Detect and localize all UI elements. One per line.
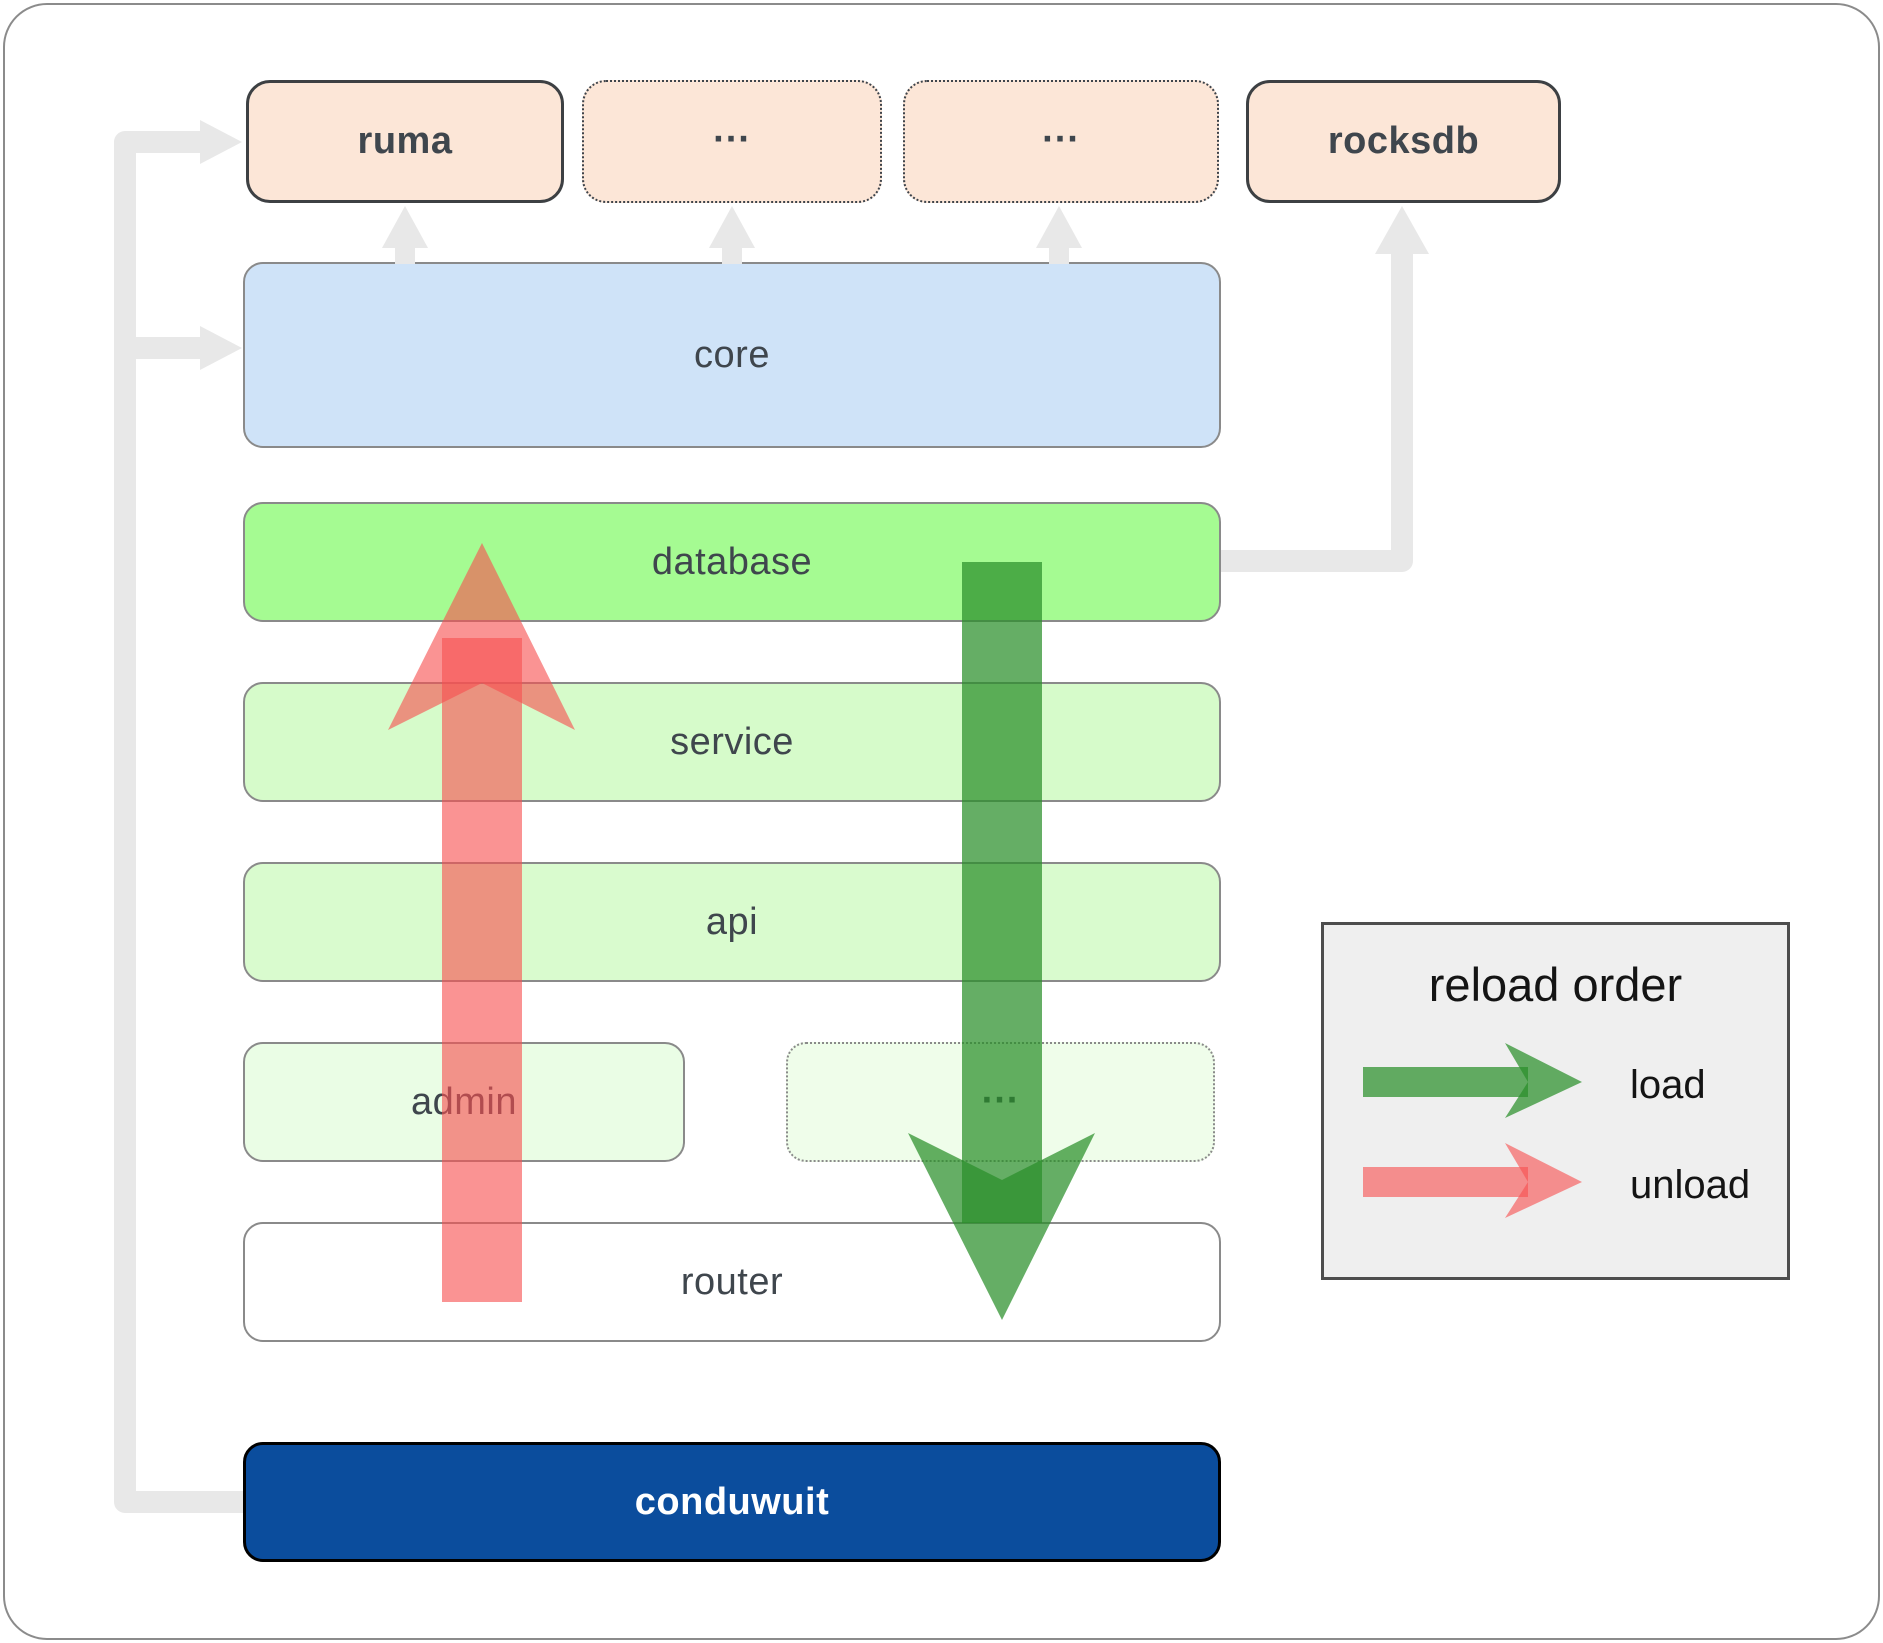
core-to-ruma-stem <box>395 244 415 264</box>
core-arrowhead-icon <box>200 326 242 370</box>
box-service-label: service <box>670 720 794 763</box>
core-to-module-b-arrowhead-icon <box>1036 206 1082 248</box>
box-rocksdb-label: rocksdb <box>1327 120 1480 162</box>
core-to-module-a-stem <box>722 244 742 264</box>
box-database-label: database <box>651 540 813 583</box>
legend-load-label: load <box>1630 1062 1706 1107</box>
diagram-outer-frame <box>3 3 1880 1640</box>
box-database: database <box>243 502 1221 622</box>
core-to-module-a-arrowhead-icon <box>709 206 755 248</box>
rocksdb-arrowhead-icon <box>1375 206 1429 254</box>
box-module-a-label: ... <box>713 108 751 151</box>
box-conduwuit: conduwuit <box>243 1442 1221 1562</box>
box-admin-sibling: ... <box>786 1042 1215 1162</box>
ruma-arrowhead-icon <box>200 120 242 164</box>
box-router: router <box>243 1222 1221 1342</box>
box-service: service <box>243 682 1221 802</box>
legend-panel: reload order load unload <box>1321 922 1790 1280</box>
database-to-rocksdb-connector <box>1221 254 1413 572</box>
core-to-module-b-stem <box>1049 244 1069 264</box>
box-admin-sibling-label: ... <box>981 1069 1020 1112</box>
box-core: core <box>243 262 1221 448</box>
box-core-label: core <box>694 333 770 376</box>
conduwuit-to-ruma-connector <box>114 131 243 1513</box>
box-module-b-label: ... <box>1042 108 1080 151</box>
box-api: api <box>243 862 1221 982</box>
box-module-b: ... <box>903 80 1219 203</box>
box-admin-label: admin <box>411 1080 517 1123</box>
box-rocksdb: rocksdb <box>1246 80 1561 203</box>
box-ruma: ruma <box>246 80 564 203</box>
box-ruma-label: ruma <box>357 120 453 162</box>
legend-title: reload order <box>1428 958 1683 1011</box>
box-api-label: api <box>705 900 759 943</box>
box-module-a: ... <box>582 80 882 203</box>
core-to-ruma-arrowhead-icon <box>382 206 428 248</box>
legend-unload-label: unload <box>1630 1162 1751 1207</box>
box-router-label: router <box>680 1260 784 1303</box>
box-admin: admin <box>243 1042 685 1162</box>
box-conduwuit-label: conduwuit <box>634 1480 830 1523</box>
